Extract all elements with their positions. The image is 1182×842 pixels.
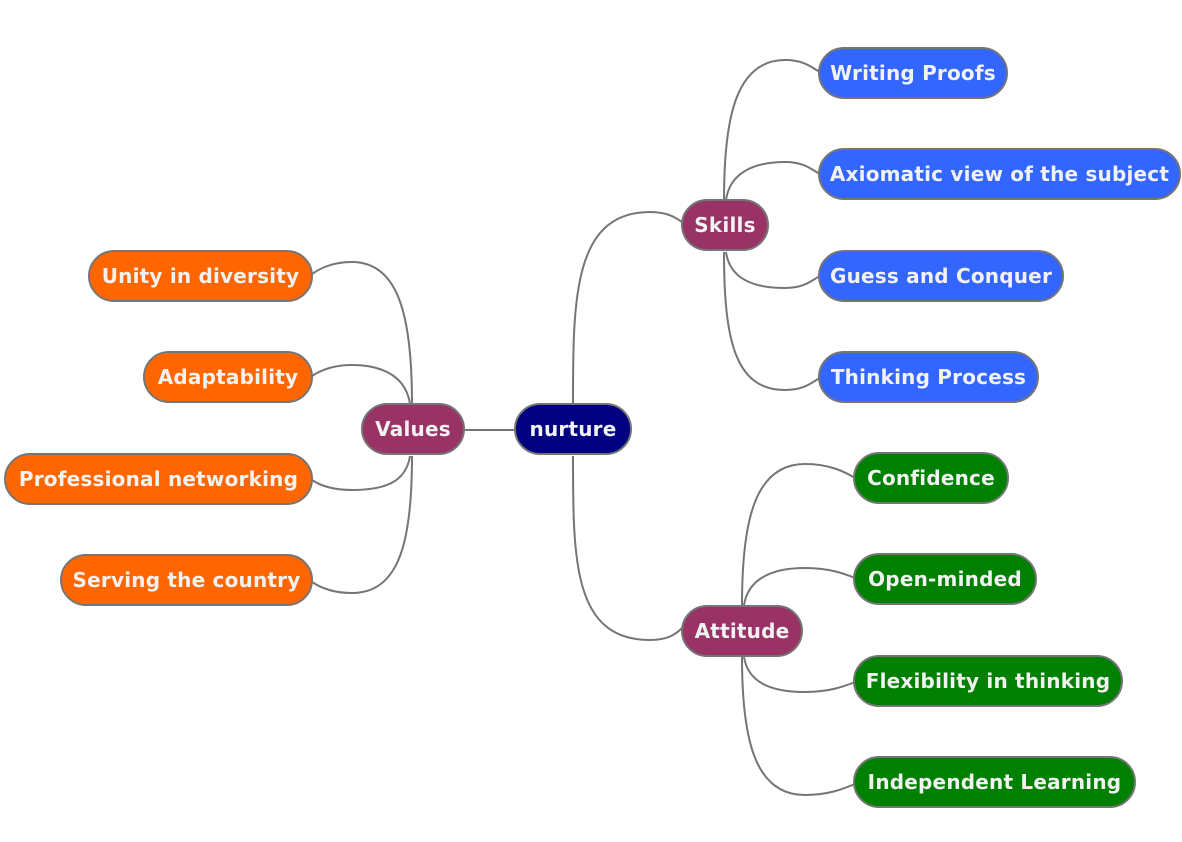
branch-node-attitude[interactable]: Attitude: [681, 605, 803, 657]
edge-skills-thinking-process: [723, 251, 821, 392]
leaf-node-serving-the-country[interactable]: Serving the country: [60, 554, 313, 606]
leaf-node-axiomatic-view[interactable]: Axiomatic view of the subject: [818, 148, 1181, 200]
edge-nurture-attitude: [572, 455, 683, 642]
leaf-node-writing-proofs[interactable]: Writing Proofs: [818, 47, 1008, 99]
leaf-node-open-minded[interactable]: Open-minded: [853, 553, 1037, 605]
leaf-node-confidence[interactable]: Confidence: [853, 452, 1009, 504]
edge-attitude-independent: [741, 656, 856, 797]
edge-values-adaptability: [311, 363, 411, 405]
leaf-node-unity-in-diversity[interactable]: Unity in diversity: [88, 250, 313, 302]
leaf-node-guess-and-conquer[interactable]: Guess and Conquer: [818, 250, 1064, 302]
edge-values-networking: [311, 455, 411, 492]
edge-values-serving: [311, 455, 413, 595]
leaf-node-independent-learning[interactable]: Independent Learning: [853, 756, 1136, 808]
edge-skills-axiomatic: [725, 160, 821, 201]
leaf-node-flexibility-in-thinking[interactable]: Flexibility in thinking: [853, 655, 1123, 707]
edge-nurture-skills: [572, 210, 683, 405]
root-node-nurture[interactable]: nurture: [514, 403, 632, 455]
edge-attitude-open-minded: [743, 566, 856, 606]
edge-attitude-flexibility: [743, 656, 856, 694]
leaf-node-thinking-process[interactable]: Thinking Process: [818, 351, 1039, 403]
leaf-node-adaptability[interactable]: Adaptability: [143, 351, 313, 403]
edge-skills-writing-proofs: [723, 58, 821, 201]
leaf-node-professional-networking[interactable]: Professional networking: [4, 453, 313, 505]
branch-node-values[interactable]: Values: [361, 403, 465, 455]
edge-skills-guess-conquer: [725, 251, 821, 290]
edge-values-unity: [311, 260, 413, 405]
edge-attitude-confidence: [741, 462, 856, 606]
branch-node-skills[interactable]: Skills: [681, 199, 769, 251]
